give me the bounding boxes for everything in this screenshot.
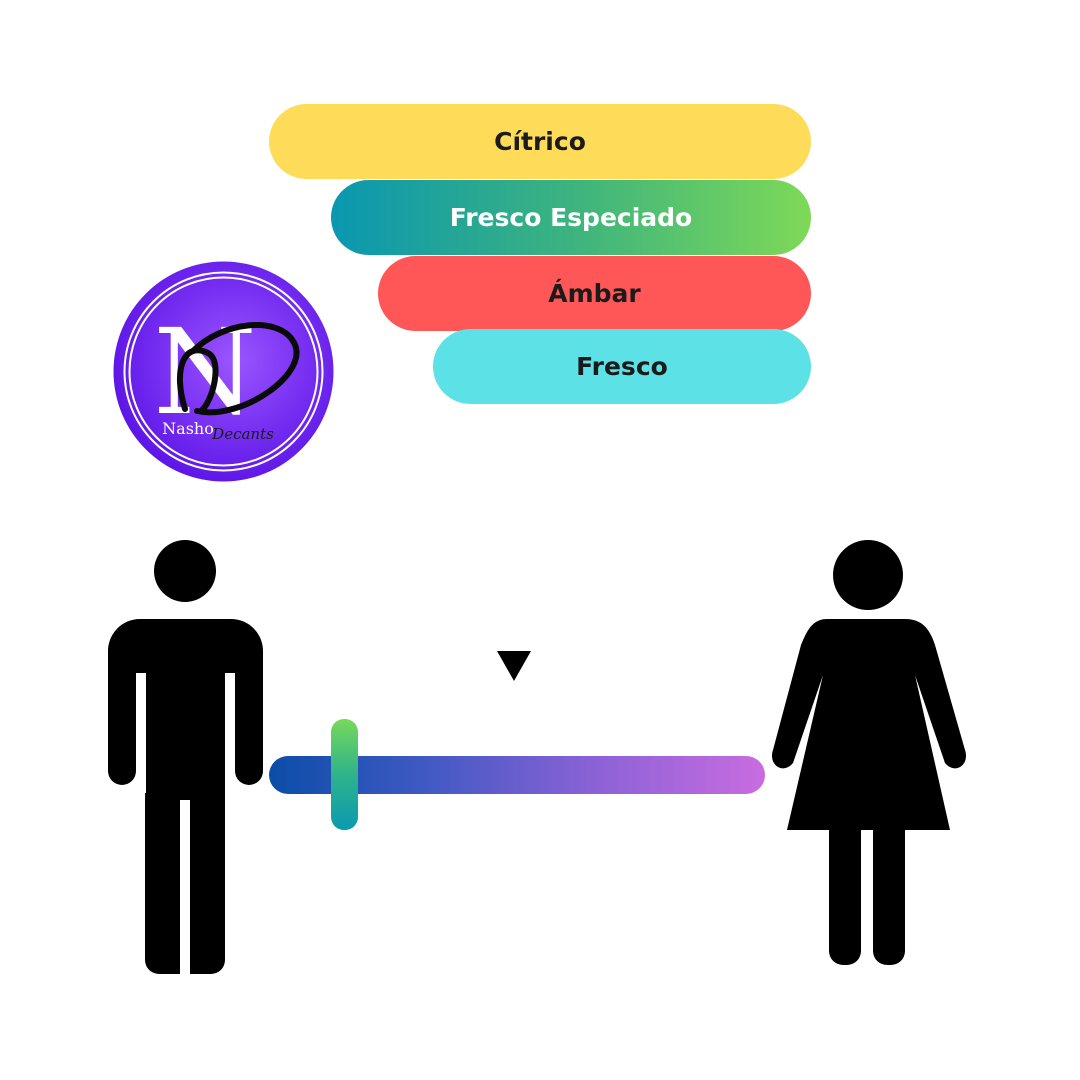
accord-bar-ambar: Ámbar <box>378 256 811 331</box>
man-icon <box>108 540 263 975</box>
logo-brand-second: Decants <box>211 425 274 443</box>
woman-icon <box>772 540 966 965</box>
logo-brand-first: Nasho <box>162 419 214 438</box>
accord-label: Fresco <box>576 352 668 381</box>
triangle-down-icon <box>497 651 531 681</box>
accord-label: Cítrico <box>494 127 586 156</box>
accord-label: Fresco Especiado <box>449 203 693 232</box>
brand-logo: N Nasho Decants <box>113 261 334 482</box>
accord-bar-fresco: Fresco <box>433 329 811 404</box>
gender-scale-handle <box>331 719 358 830</box>
accord-bar-citrico: Cítrico <box>269 104 811 179</box>
accord-bar-fresco-especiado: Fresco Especiado <box>331 180 811 255</box>
accord-label: Ámbar <box>548 279 641 308</box>
